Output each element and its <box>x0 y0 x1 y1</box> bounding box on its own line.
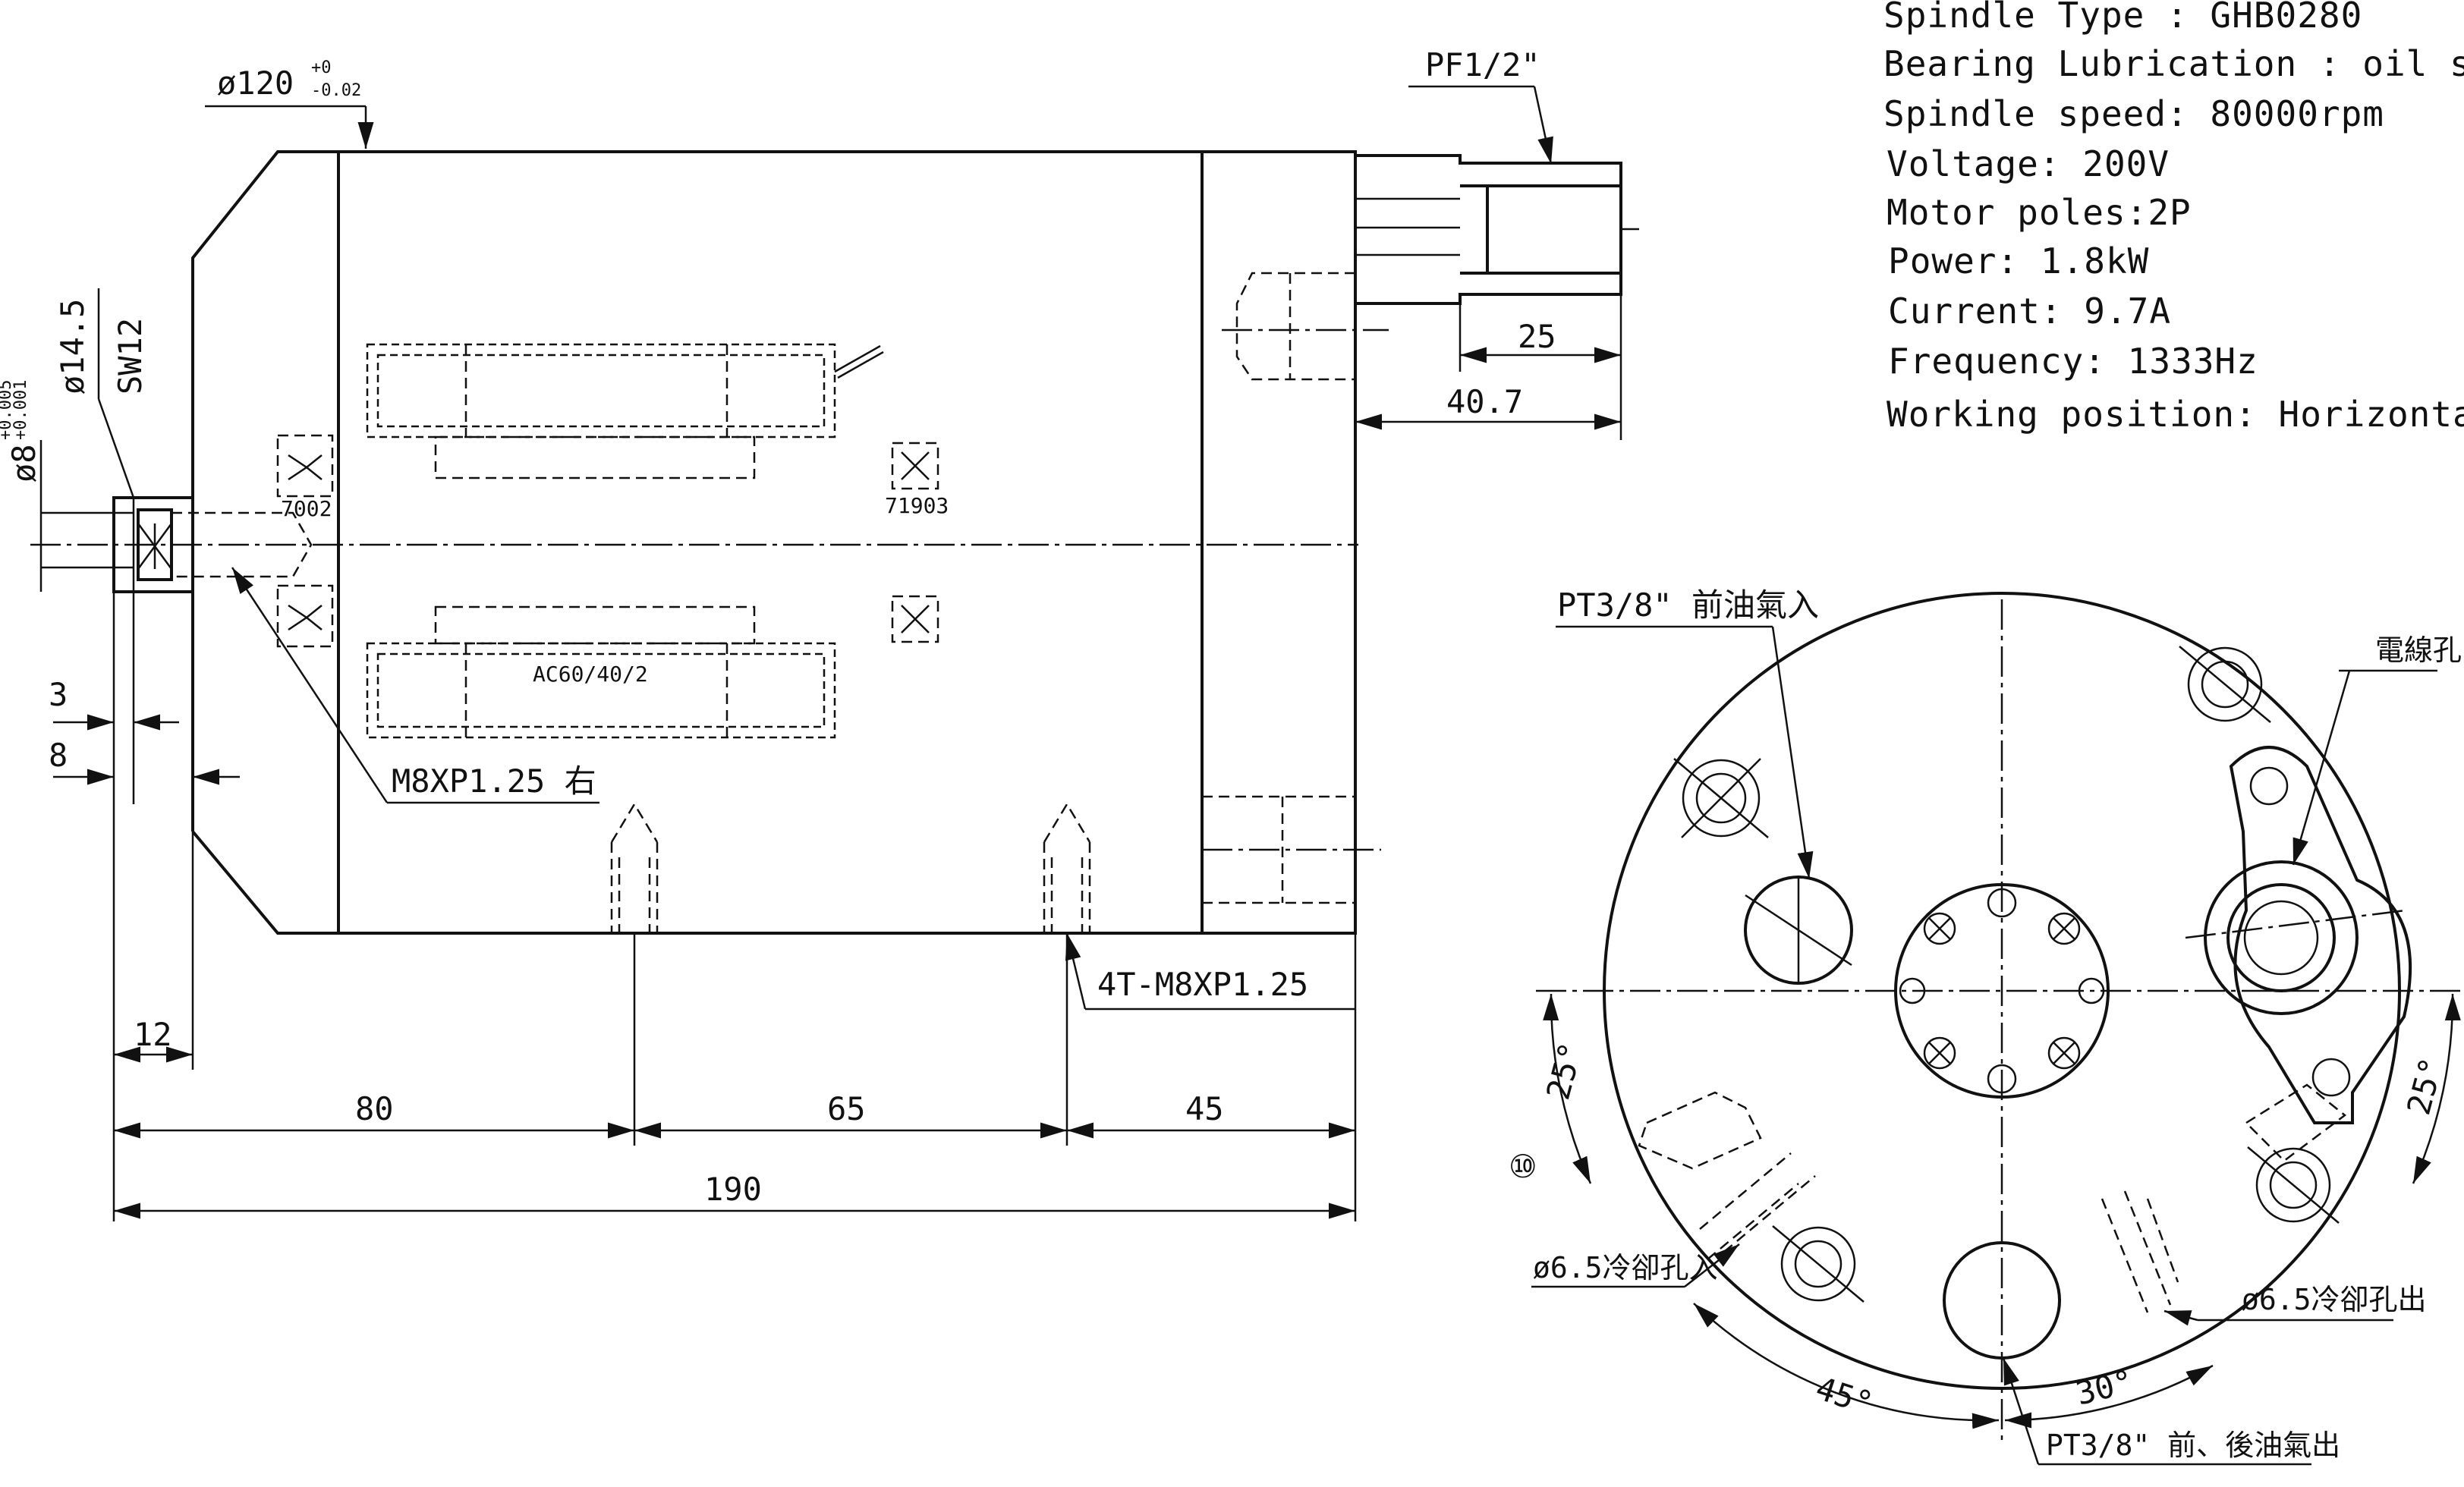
shaft-diameter-label: ø14.5 <box>54 299 91 395</box>
dim-3: 3 <box>49 676 68 713</box>
spec-current: Current: 9.7A <box>1888 291 2171 332</box>
motor-winding-upper <box>366 343 884 479</box>
bearing-rear-upper <box>891 442 939 490</box>
mount-hole-ur <box>2179 646 2271 723</box>
oil-air-out-label: PT3/8" 前、後油氣出 <box>2046 1429 2340 1462</box>
bore-diameter-label: ø8 <box>5 444 42 483</box>
spec-voltage: Voltage: 200V <box>1887 143 2170 184</box>
bore-tol-lower: +0.001 <box>11 380 30 440</box>
dim-body-tol-upper: +0 <box>311 58 332 77</box>
dim-12: 12 <box>134 1016 172 1053</box>
mount-hole-left <box>610 802 659 933</box>
angle-25-left: 25° <box>1539 1039 1590 1104</box>
spec-frequency: Frequency: 1333Hz <box>1888 341 2258 382</box>
cable-hole-boss <box>2185 746 2412 1124</box>
coolant-in-channel <box>1638 1091 1816 1260</box>
mount-hole-ll <box>1772 1225 1865 1303</box>
angle-30: 30° <box>2072 1363 2137 1413</box>
dim-65: 65 <box>827 1090 866 1127</box>
nose-thread-label: M8XP1.25 右 <box>392 762 596 800</box>
oil-air-in-label: PT3/8" 前油氣入 <box>1557 586 1819 624</box>
label-10: ⑩ <box>1509 1148 1537 1185</box>
angle-25-right: 25° <box>2399 1054 2450 1119</box>
bearing-rear-label: 71903 <box>885 493 949 518</box>
spec-bearing-lubrication: Bearing Lubrication : oil spot <box>1883 43 2464 84</box>
cable-hole-label: 電線孔 <box>2375 633 2462 667</box>
hub-holes <box>1899 888 2105 1094</box>
dim-40-7: 40.7 <box>1446 383 1523 420</box>
bearing-front-upper <box>276 434 334 498</box>
mount-hole-right <box>1043 802 1091 933</box>
spec-list: Spindle Type : GHB0280 Bearing Lubricati… <box>1883 0 2464 435</box>
angle-45: 45° <box>1811 1369 1877 1423</box>
coolant-out-label: ø6.5冷卻孔出 <box>2242 1283 2427 1316</box>
wrench-size-label: SW12 <box>112 318 149 395</box>
oil-air-outlet-hole <box>1943 1241 2061 1360</box>
bearing-front-lower <box>276 584 334 648</box>
spec-spindle-speed: Spindle speed: 80000rpm <box>1883 93 2384 134</box>
spec-working-position: Working position: Horizontal <box>1887 394 2464 435</box>
dim-body-tol-lower: -0.02 <box>311 81 361 100</box>
bore-tol-upper: +0.005 <box>0 380 15 440</box>
bearing-front-label: 7002 <box>281 496 332 521</box>
side-view: 7002 71903 <box>0 46 1639 1221</box>
end-view: PT3/8" 前油氣入 電線孔 25° ⑩ 25° ø6.5冷卻孔入 ø6.5冷… <box>1509 586 2464 1466</box>
body-outline <box>191 150 1357 935</box>
motor-label: AC60/40/2 <box>533 662 648 687</box>
motor-winding-lower <box>366 605 836 739</box>
dim-8: 8 <box>49 737 68 774</box>
inner-hub <box>1894 883 2110 1099</box>
spec-motor-poles: Motor poles:2P <box>1887 192 2192 233</box>
pipe-thread-top-label: PF1/2" <box>1425 46 1540 83</box>
dim-body-diameter: ø120 <box>217 64 294 102</box>
bearing-rear-lower <box>891 595 939 643</box>
dim-45: 45 <box>1185 1090 1224 1127</box>
mount-hole-ul <box>1673 758 1769 838</box>
mount-hole-lr <box>2247 1146 2340 1224</box>
mount-thread-label: 4T-M8XP1.25 <box>1097 966 1308 1003</box>
dim-190: 190 <box>704 1171 762 1208</box>
spec-power: Power: 1.8kW <box>1888 240 2149 281</box>
spec-spindle-type: Spindle Type : GHB0280 <box>1883 0 2362 36</box>
coolant-in-label: ø6.5冷卻孔入 <box>1533 1251 1718 1284</box>
dim-80: 80 <box>355 1090 394 1127</box>
coolant-out-channel <box>2101 1083 2347 1313</box>
dim-25: 25 <box>1518 318 1556 355</box>
